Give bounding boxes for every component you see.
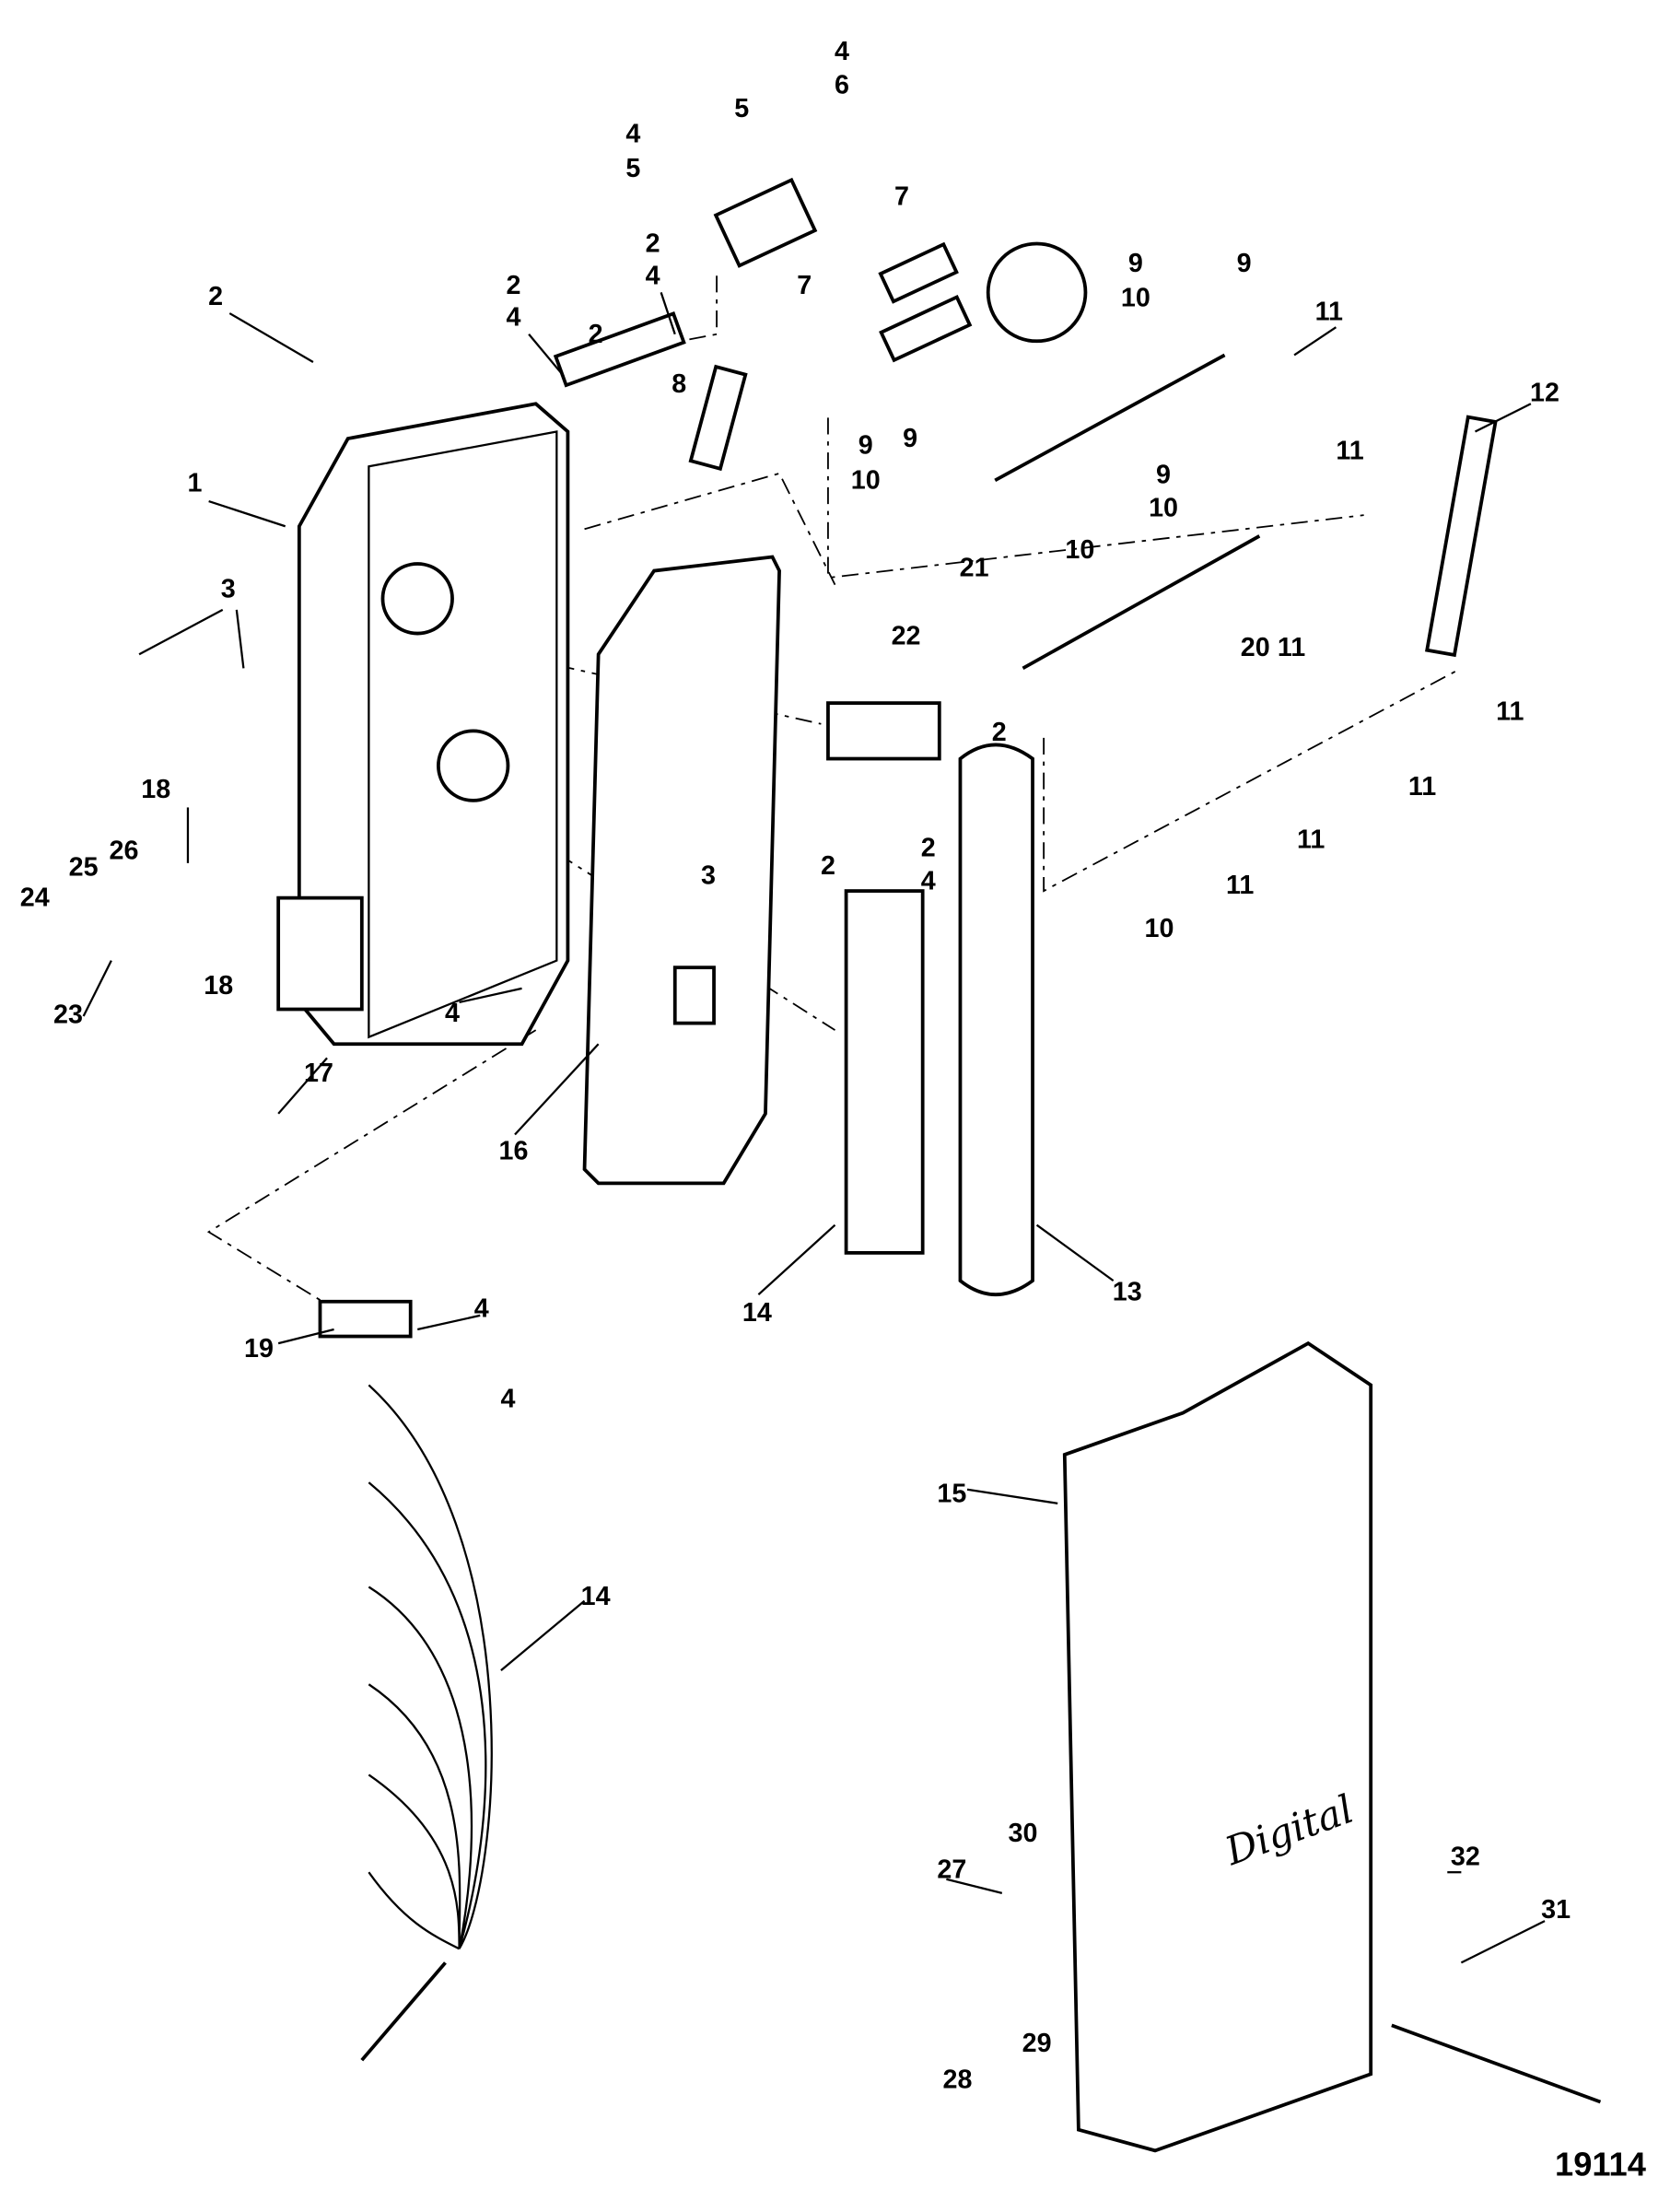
callout-label: 11 bbox=[1297, 825, 1325, 854]
callout-label: 2 bbox=[646, 229, 660, 259]
callout-label: 10 bbox=[1149, 494, 1178, 523]
callout-label: 30 bbox=[1009, 1819, 1038, 1848]
callout-label: 2 bbox=[992, 718, 1007, 747]
callout-label: 5 bbox=[625, 154, 640, 183]
callout-label: 2 bbox=[208, 282, 223, 311]
callout-label: 24 bbox=[20, 884, 50, 913]
callout-label: 6 bbox=[835, 70, 849, 99]
callout-label: 4 bbox=[500, 1385, 515, 1414]
leader-line bbox=[528, 334, 565, 377]
callout-label: 4 bbox=[646, 261, 660, 290]
leader-lines bbox=[82, 292, 1546, 1964]
callout-label: 4 bbox=[507, 303, 521, 333]
callout-label: 2 bbox=[507, 271, 521, 300]
callout-label: 23 bbox=[53, 1001, 83, 1030]
callout-label: 14 bbox=[742, 1298, 772, 1328]
callout-label: 17 bbox=[304, 1059, 333, 1088]
callout-label: 8 bbox=[672, 369, 686, 399]
callout-label: 9 bbox=[1237, 249, 1252, 278]
callout-label: 4 bbox=[921, 867, 936, 896]
callout-label: 31 bbox=[1541, 1895, 1571, 1925]
leader-line bbox=[1460, 1920, 1546, 1964]
callout-label: 10 bbox=[1065, 535, 1094, 565]
callout-label: 2 bbox=[921, 833, 936, 862]
part-14-rail-bracket bbox=[844, 889, 925, 1255]
callout-label: 11 bbox=[1278, 633, 1305, 662]
leader-line bbox=[946, 1878, 1003, 1894]
leader-line bbox=[514, 1043, 600, 1136]
callout-label: 4 bbox=[835, 37, 849, 66]
callout-label: 11 bbox=[1336, 437, 1363, 466]
callout-label: 26 bbox=[110, 836, 139, 865]
callout-label: 27 bbox=[937, 1855, 966, 1884]
callout-label: 9 bbox=[903, 424, 917, 453]
callout-label: 2 bbox=[589, 320, 603, 349]
callout-label: 1 bbox=[188, 468, 203, 497]
callout-label: 12 bbox=[1530, 378, 1559, 407]
leader-line bbox=[966, 1488, 1058, 1504]
leader-line bbox=[277, 1057, 328, 1115]
leader-line bbox=[138, 608, 224, 656]
callout-label: 11 bbox=[1408, 772, 1436, 802]
callout-label: 28 bbox=[942, 2065, 972, 2094]
callout-label: 9 bbox=[1156, 460, 1171, 489]
callout-label: 32 bbox=[1451, 1843, 1480, 1872]
callout-label: 9 bbox=[858, 431, 873, 461]
callout-label: 19 bbox=[244, 1334, 274, 1363]
callout-label: 16 bbox=[499, 1137, 529, 1166]
leader-line bbox=[417, 1314, 481, 1331]
part-16-gasket bbox=[582, 555, 781, 1186]
part-15-cover bbox=[1062, 1340, 1373, 2153]
callout-label: 4 bbox=[445, 999, 460, 1028]
callout-label: 14 bbox=[581, 1582, 611, 1611]
callout-label: 29 bbox=[1022, 2029, 1052, 2058]
leader-line bbox=[228, 312, 314, 363]
callout-label: 22 bbox=[892, 622, 921, 651]
callout-label: 4 bbox=[474, 1293, 489, 1323]
callout-label: 9 bbox=[1128, 249, 1143, 278]
callout-label: 10 bbox=[1121, 284, 1150, 313]
leader-line bbox=[1035, 1223, 1115, 1282]
leader-line bbox=[1474, 403, 1532, 433]
leader-line bbox=[757, 1223, 836, 1296]
callout-label: 5 bbox=[734, 94, 749, 123]
callout-label: 3 bbox=[221, 574, 236, 603]
leader-line bbox=[208, 499, 286, 528]
part-13-rail-cover bbox=[958, 743, 1034, 1297]
callout-label: 11 bbox=[1226, 871, 1254, 900]
leader-line bbox=[235, 609, 245, 669]
callout-label: 10 bbox=[851, 465, 881, 495]
small-parts bbox=[318, 177, 1602, 2104]
callout-label: 25 bbox=[69, 852, 99, 882]
callout-label: 2 bbox=[821, 851, 835, 881]
leader-line bbox=[459, 987, 522, 1004]
callout-label: 10 bbox=[1145, 914, 1174, 943]
leader-line bbox=[82, 960, 112, 1017]
callout-label: 7 bbox=[894, 181, 909, 211]
callout-label: 11 bbox=[1315, 298, 1343, 327]
callout-label: 4 bbox=[625, 119, 640, 148]
callout-label: 3 bbox=[701, 861, 716, 891]
callout-label: 21 bbox=[960, 554, 989, 583]
callout-label: 13 bbox=[1113, 1277, 1142, 1306]
part-1-plate bbox=[276, 402, 570, 1047]
leader-line bbox=[1293, 326, 1337, 357]
leader-line bbox=[277, 1328, 334, 1345]
callout-label: 18 bbox=[141, 775, 170, 804]
callout-label: 15 bbox=[937, 1479, 966, 1508]
callout-label: 18 bbox=[204, 971, 233, 1001]
leader-line bbox=[660, 292, 676, 335]
callout-label: 7 bbox=[797, 271, 812, 300]
callout-label: 20 bbox=[1241, 633, 1270, 662]
callout-label: 11 bbox=[1496, 696, 1524, 726]
leader-line bbox=[500, 1599, 586, 1672]
figure-number: 19114 bbox=[1555, 2146, 1646, 2183]
